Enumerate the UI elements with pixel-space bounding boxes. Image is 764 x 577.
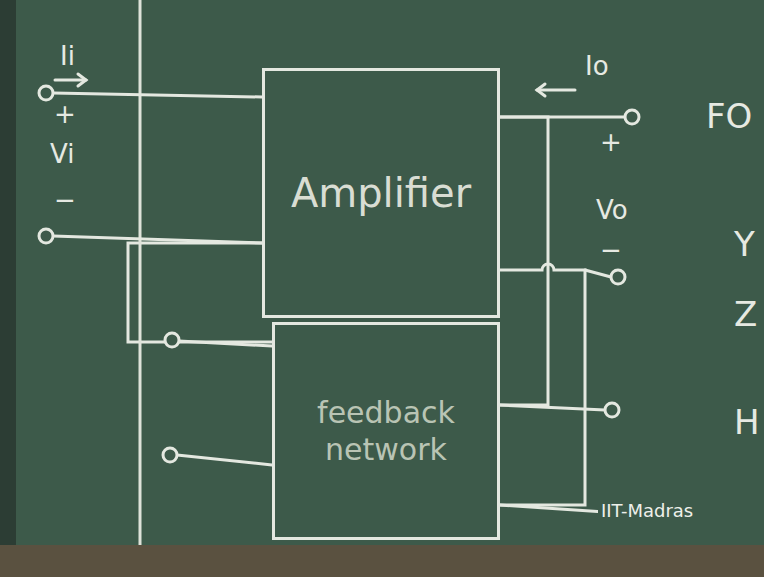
polarity-sign: − bbox=[600, 236, 622, 265]
wire-connector bbox=[500, 117, 548, 405]
feedback-wire bbox=[177, 455, 272, 465]
feedback-wire bbox=[500, 505, 605, 512]
wire-connector bbox=[500, 264, 585, 505]
current-arrow bbox=[537, 89, 575, 92]
terminal bbox=[163, 448, 177, 462]
feedback-wire bbox=[179, 341, 272, 346]
board-note: Y bbox=[734, 226, 755, 263]
polarity-sign: + bbox=[54, 100, 76, 129]
board-note: Z bbox=[734, 296, 757, 333]
board-line bbox=[139, 0, 142, 545]
voltage-label: Vi bbox=[50, 140, 74, 169]
terminal bbox=[611, 270, 625, 284]
terminal bbox=[39, 229, 53, 243]
board-note: H bbox=[734, 404, 760, 441]
polarity-sign: − bbox=[54, 186, 76, 215]
feedback-box: feedback network bbox=[272, 322, 500, 540]
watermark: IIT-Madras bbox=[598, 500, 696, 522]
node-text: Amplifier bbox=[291, 168, 471, 218]
current-arrow bbox=[55, 79, 86, 82]
node-text: feedback network bbox=[287, 394, 485, 469]
output-wire bbox=[500, 116, 625, 119]
input-wire bbox=[53, 236, 262, 243]
arrow-head bbox=[78, 74, 86, 86]
amplifier-box: Amplifier bbox=[262, 68, 500, 318]
feedback-wire bbox=[500, 405, 605, 410]
terminal bbox=[605, 403, 619, 417]
voltage-label: Vo bbox=[596, 196, 628, 225]
terminal bbox=[625, 110, 639, 124]
terminal bbox=[39, 86, 53, 100]
output-wire bbox=[585, 270, 611, 277]
polarity-sign: + bbox=[600, 128, 622, 157]
board-edge bbox=[0, 0, 16, 577]
terminal bbox=[165, 333, 179, 347]
current-label: Io bbox=[585, 52, 609, 81]
board-note: FO bbox=[706, 98, 752, 135]
wire-connector bbox=[128, 243, 272, 342]
arrow-head bbox=[537, 84, 545, 96]
chalk-tray bbox=[0, 545, 764, 577]
current-label: Ii bbox=[60, 42, 75, 71]
input-wire bbox=[53, 93, 262, 97]
